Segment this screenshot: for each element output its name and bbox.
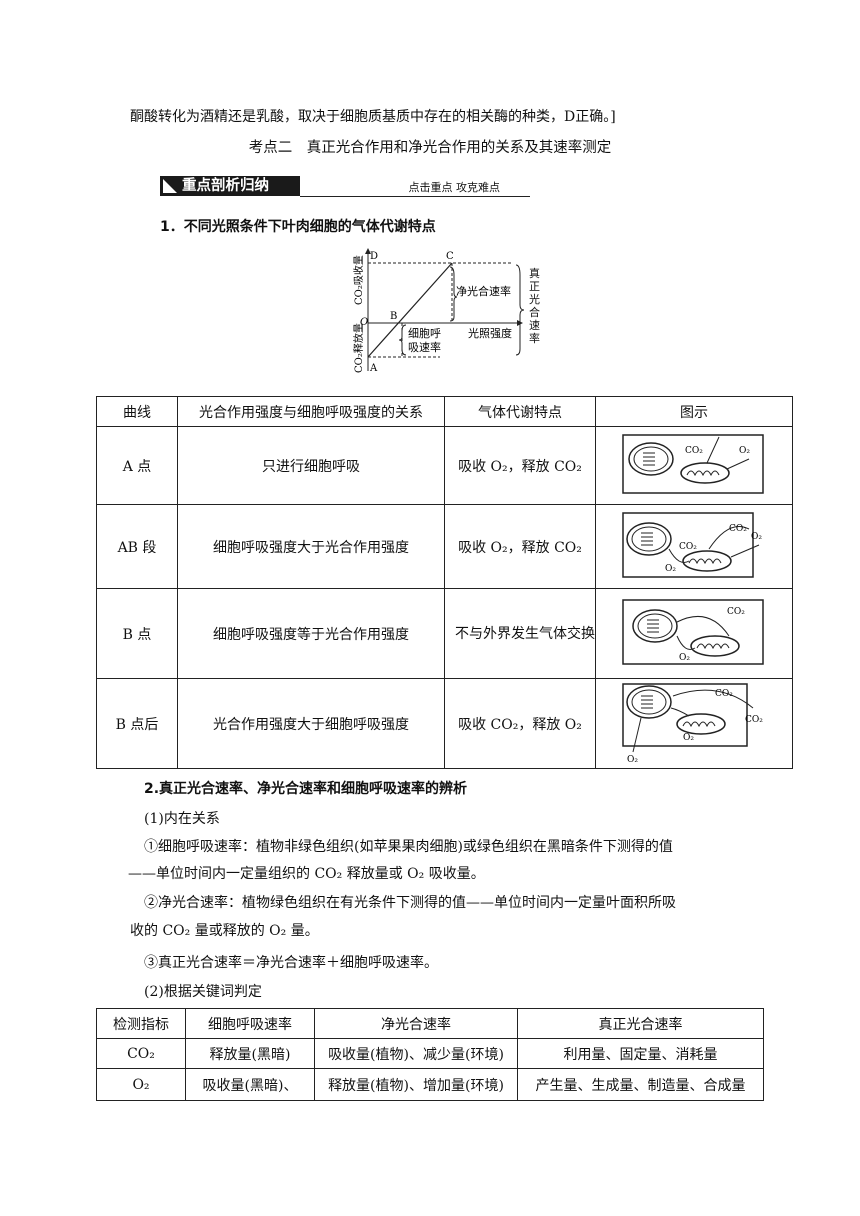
resp-rate-label-1: 细胞呼 — [408, 327, 441, 340]
cell-diagram: CO₂ O₂ — [595, 426, 793, 505]
svg-text:CO₂: CO₂ — [679, 542, 697, 552]
cell-gas: 吸收 O₂，释放 CO₂ — [444, 426, 596, 505]
curve — [367, 262, 453, 358]
sub-heading-1: (1)内在关系 — [144, 811, 220, 827]
cell-relation: 细胞呼吸强度等于光合作用强度 — [177, 588, 445, 679]
brace-net — [449, 266, 458, 322]
cell-relation: 只进行细胞呼吸 — [177, 426, 445, 505]
col-header-resp: 细胞呼吸速率 — [185, 1008, 315, 1039]
col-header-index: 检测指标 — [96, 1008, 186, 1039]
cell-gas: 吸收 CO₂，释放 O₂ — [444, 678, 596, 769]
light-response-graph: D C O B A 净光合速率 光照强度 细胞呼 吸速率 CO₂吸收量 CO₂释… — [340, 245, 555, 375]
col-header-gas: 气体代谢特点 — [444, 396, 596, 427]
table-row: CO₂ 释放量(黑暗) 吸收量(植物)、减少量(环境) 利用量、固定量、消耗量 — [96, 1038, 764, 1069]
cell-resp: 释放量(黑暗) — [185, 1038, 315, 1069]
cell-net: 吸收量(植物)、减少量(环境) — [314, 1038, 518, 1069]
banner-subtitle: 点击重点 攻克难点 — [408, 181, 501, 194]
section-title: 考点二 真正光合作用和净光合作用的关系及其速率测定 — [248, 140, 612, 156]
cell-relation: 细胞呼吸强度大于光合作用强度 — [177, 504, 445, 589]
section-banner: 重点剖析归纳 点击重点 攻克难点 — [160, 176, 530, 198]
gas-metabolism-table: 曲线 光合作用强度与细胞呼吸强度的关系 气体代谢特点 图示 A 点 只进行细胞呼… — [96, 396, 793, 769]
para-2a: ②净光合速率：植物绿色组织在有光条件下测得的值——单位时间内一定量叶面积所吸 — [144, 895, 676, 911]
x-axis-label: 光照强度 — [468, 326, 512, 340]
table-row: A 点 只进行细胞呼吸 吸收 O₂，释放 CO₂ CO₂ O₂ — [96, 426, 793, 505]
para-3: ③真正光合速率＝净光合速率＋细胞呼吸速率。 — [144, 955, 438, 971]
true-rate-label: 真正光合速率 — [529, 267, 540, 345]
svg-text:O₂: O₂ — [679, 653, 690, 663]
svg-text:CO₂: CO₂ — [745, 715, 763, 725]
banner-rule — [300, 196, 530, 197]
point-b: B — [390, 311, 397, 322]
net-rate-label: 净光合速率 — [456, 284, 511, 298]
cell-resp: 吸收量(黑暗)、 — [185, 1068, 315, 1101]
table-row: B 点 细胞呼吸强度等于光合作用强度 不与外界发生气体交换 CO₂ O₂ — [96, 588, 793, 679]
point-d: D — [370, 251, 378, 262]
cell-index: CO₂ — [96, 1038, 186, 1069]
cell-curve: A 点 — [96, 426, 178, 505]
svg-text:O₂: O₂ — [739, 446, 750, 456]
heading-1: 1．不同光照条件下叶肉细胞的气体代谢特点 — [160, 219, 436, 235]
col-header-relation: 光合作用强度与细胞呼吸强度的关系 — [177, 396, 445, 427]
col-header-diagram: 图示 — [595, 396, 793, 427]
top-line: 酮酸转化为酒精还是乳酸，取决于细胞质基质中存在的相关酶的种类，D正确。] — [130, 109, 616, 125]
cell-gas: 不与外界发生气体交换 — [444, 588, 596, 679]
cell-curve: B 点 — [96, 588, 178, 679]
point-a: A — [369, 363, 378, 374]
svg-text:CO₂: CO₂ — [727, 607, 745, 617]
cell-index: O₂ — [96, 1068, 186, 1101]
point-o: O — [360, 317, 368, 328]
cell-diagram-b: CO₂ O₂ — [622, 598, 764, 665]
sub-heading-2: (2)根据关键词判定 — [144, 984, 262, 1000]
brace-true — [515, 264, 525, 356]
cell-relation: 光合作用强度大于细胞呼吸强度 — [177, 678, 445, 769]
y-label-up: CO₂吸收量 — [352, 255, 365, 305]
cell-diagram-a: CO₂ O₂ — [622, 433, 764, 494]
svg-text:O₂: O₂ — [627, 755, 638, 764]
cell-curve: B 点后 — [96, 678, 178, 769]
table-row: O₂ 吸收量(黑暗)、 释放量(植物)、增加量(环境) 产生量、生成量、制造量、… — [96, 1068, 764, 1101]
para-1b: ——单位时间内一定量组织的 CO₂ 释放量或 O₂ 吸收量。 — [128, 866, 485, 882]
banner-arrow-icon — [163, 179, 177, 193]
col-header-net: 净光合速率 — [314, 1008, 518, 1039]
cell-gas: 吸收 O₂，释放 CO₂ — [444, 504, 596, 589]
cell-diagram: CO₂ O₂ — [595, 588, 793, 679]
cell-true: 利用量、固定量、消耗量 — [517, 1038, 764, 1069]
svg-text:O₂: O₂ — [683, 733, 694, 743]
cell-curve: AB 段 — [96, 504, 178, 589]
para-1a: ①细胞呼吸速率：植物非绿色组织(如苹果果肉细胞)或绿色组织在黑暗条件下测得的值 — [144, 839, 673, 855]
cell-diagram-after-b: CO₂ CO₂ O₂ O₂ — [622, 682, 763, 765]
keyword-table: 检测指标 细胞呼吸速率 净光合速率 真正光合速率 CO₂ 释放量(黑暗) 吸收量… — [96, 1008, 764, 1101]
table-row: B 点后 光合作用强度大于细胞呼吸强度 吸收 CO₂，释放 O₂ CO₂ CO₂… — [96, 678, 793, 769]
svg-text:O₂: O₂ — [751, 532, 762, 542]
resp-rate-label-2: 吸速率 — [408, 340, 441, 354]
cell-net: 释放量(植物)、增加量(环境) — [314, 1068, 518, 1101]
svg-text:CO₂: CO₂ — [685, 446, 703, 456]
svg-text:CO₂: CO₂ — [729, 524, 747, 534]
table-row: AB 段 细胞呼吸强度大于光合作用强度 吸收 O₂，释放 CO₂ CO₂ CO₂… — [96, 504, 793, 589]
banner-label: 重点剖析归纳 — [160, 176, 300, 196]
y-label-down: CO₂释放量 — [352, 323, 365, 373]
brace-resp — [398, 324, 407, 356]
col-header-true: 真正光合速率 — [517, 1008, 764, 1039]
graph-svg: D C O B A 净光合速率 光照强度 细胞呼 吸速率 CO₂吸收量 CO₂释… — [352, 248, 525, 374]
svg-text:CO₂: CO₂ — [715, 689, 733, 699]
para-2b: 收的 CO₂ 量或释放的 O₂ 量。 — [130, 923, 319, 939]
cell-true: 产生量、生成量、制造量、合成量 — [517, 1068, 764, 1101]
heading-2: 2.真正光合速率、净光合速率和细胞呼吸速率的辨析 — [144, 781, 468, 797]
point-c: C — [446, 251, 454, 262]
col-header-curve: 曲线 — [96, 396, 178, 427]
cell-diagram: CO₂ CO₂ O₂ O₂ — [595, 678, 793, 769]
cell-diagram-ab: CO₂ CO₂ O₂ O₂ — [622, 511, 762, 578]
svg-text:O₂: O₂ — [665, 564, 676, 574]
cell-diagram: CO₂ CO₂ O₂ O₂ — [595, 504, 793, 589]
